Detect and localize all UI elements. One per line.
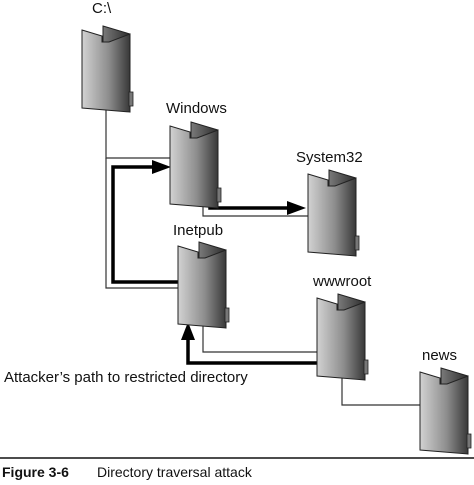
- arrowheads: [152, 160, 306, 340]
- folder-label-wwwroot: wwwroot: [312, 273, 372, 290]
- folder-label-windows: Windows: [166, 100, 227, 117]
- caption-title: Directory traversal attack: [97, 464, 253, 480]
- folder-icon-wwwroot: [316, 293, 369, 381]
- folder-label-news: news: [422, 347, 457, 364]
- attack-path-windows-to-system32: [208, 193, 290, 210]
- tree-line-root-inetpub: [105, 158, 180, 289]
- arrowhead-right-windows: [152, 160, 171, 174]
- folder-icon-news: [419, 367, 472, 455]
- folder-label-root: C:\: [92, 0, 112, 17]
- attack-path-inetpub-to-windows: [111, 165, 178, 284]
- folder-label-system32: System32: [296, 149, 363, 166]
- tree-lines: [105, 106, 422, 406]
- folder-label-inetpub: Inetpub: [173, 222, 223, 239]
- folder-icon-root: [81, 25, 134, 113]
- attack-path-annotation: Attacker’s path to restricted directory: [4, 369, 248, 386]
- folder-icon-system32: [307, 169, 360, 257]
- folder-icon-inetpub: [177, 241, 230, 329]
- tree-line-inetpub-wwwroot: [202, 318, 320, 353]
- attack-path-wwwroot-to-inetpub: [186, 338, 322, 365]
- folder-icon-windows: [169, 121, 222, 209]
- caption-number: Figure 3-6: [2, 464, 69, 480]
- arrowhead-right-system32: [287, 201, 306, 215]
- arrowhead-up-inetpub: [181, 322, 195, 340]
- tree-line-wwwroot-news: [341, 366, 422, 406]
- tree-line-root-windows: [105, 106, 170, 159]
